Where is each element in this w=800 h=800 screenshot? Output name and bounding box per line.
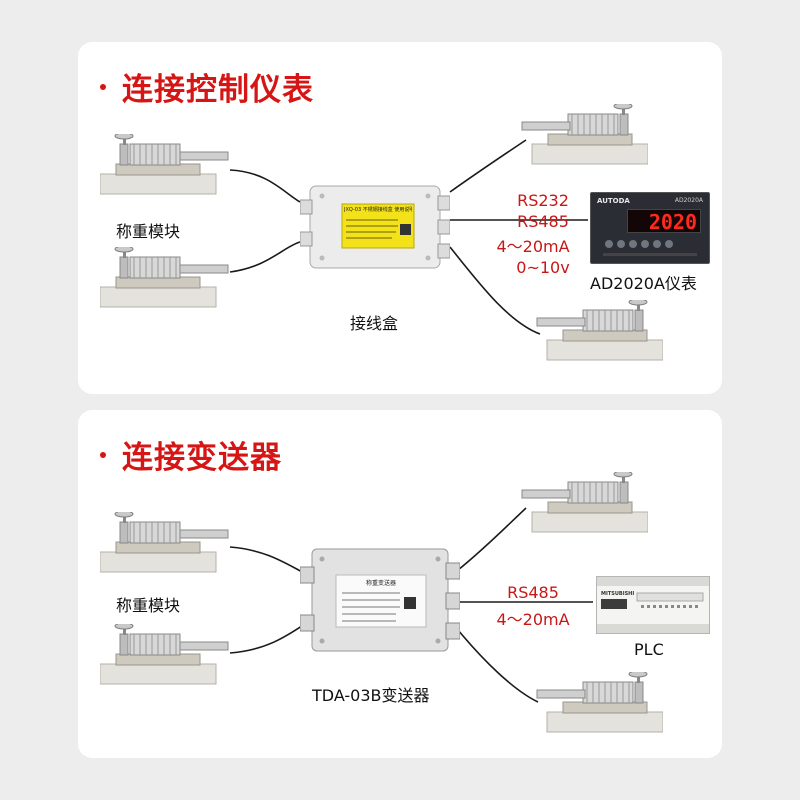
signal-label: 4～20mA [496, 610, 570, 629]
signal-label: 0~10v [516, 258, 570, 277]
plc-label: PLC [634, 640, 664, 659]
section-title-text: 连接控制仪表 [122, 72, 314, 108]
transmitter-box: 称重变送器 [300, 545, 460, 655]
weighing-module-image [536, 300, 663, 361]
instrument-buttons [603, 240, 697, 256]
signal-label: RS485 [517, 212, 569, 231]
junction-box-label: 接线盒 [350, 314, 399, 333]
transmitter-sticker: 称重变送器 [365, 580, 396, 587]
weighing-module-image [536, 672, 663, 733]
plc-brand: MITSUBISHI [601, 591, 635, 597]
junction-box: JXQ-03 不锈钢接线盒 使用说明 [300, 182, 450, 272]
section-title: 连接控制仪表 [100, 64, 314, 109]
signal-label: 4～20mA [496, 237, 570, 256]
weighing-module-image [100, 247, 229, 308]
instrument-display: 2020 [627, 209, 701, 234]
transmitter-label: TDA-03B变送器 [312, 686, 430, 705]
instrument-model: AD2020A [674, 197, 703, 204]
signal-label: RS485 [507, 583, 559, 602]
module-label: 称重模块 [116, 222, 181, 241]
section-title-text: 连接变送器 [122, 440, 282, 476]
instrument-brand: AUTODA [597, 197, 630, 205]
bullet-dot [100, 451, 106, 458]
cable-wires [229, 139, 588, 335]
weighing-module-image [100, 134, 229, 195]
section-transmitter: 连接变送器 称重模块 [78, 410, 722, 758]
weighing-module-image [521, 472, 648, 533]
section-title: 连接变送器 [100, 432, 282, 477]
weighing-module-image [521, 104, 648, 165]
ad2020a-instrument: AUTODA AD2020A 2020 [590, 192, 710, 264]
bullet-dot [100, 83, 106, 90]
section-control-instrument: 连接控制仪表 称重模块 [78, 42, 722, 394]
weighing-module-image [100, 512, 229, 573]
signal-label: RS232 [517, 191, 569, 210]
instrument-label: AD2020A仪表 [590, 274, 697, 293]
plc-device: MITSUBISHI [596, 576, 710, 634]
weighing-module-image [100, 624, 229, 685]
junction-box-sticker: JXQ-03 不锈钢接线盒 使用说明 [344, 207, 412, 213]
module-label: 称重模块 [116, 596, 181, 615]
plc-terminals [597, 592, 709, 633]
